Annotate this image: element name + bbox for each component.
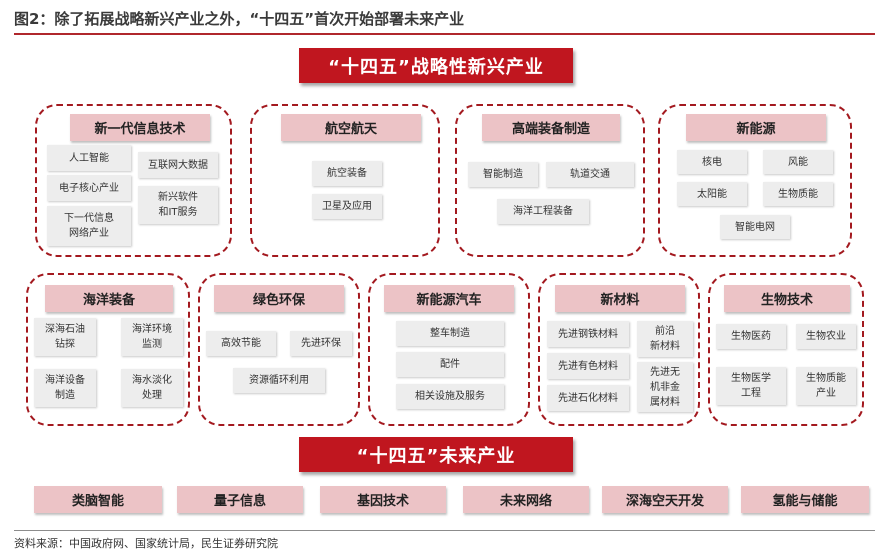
future-deep-sea-space: 深海空天开发 bbox=[602, 486, 728, 513]
item-marine-device-manufacturing: 海洋设备 制造 bbox=[34, 369, 96, 407]
group-header-high-end-equipment: 高端装备制造 bbox=[482, 114, 620, 141]
future-network: 未来网络 bbox=[463, 486, 589, 513]
future-gene-technology: 基因技术 bbox=[320, 486, 446, 513]
group-next-gen-it bbox=[35, 104, 232, 257]
item-solar: 太阳能 bbox=[677, 182, 747, 206]
item-biomedicine: 生物医药 bbox=[716, 324, 786, 349]
group-high-end-equipment bbox=[455, 104, 645, 257]
group-header-new-energy: 新能源 bbox=[686, 114, 826, 141]
item-advanced-inorganic: 先进无 机非金 属材料 bbox=[637, 362, 693, 412]
title-divider bbox=[14, 33, 875, 35]
item-ocean-monitoring: 海洋环境 监测 bbox=[121, 318, 183, 356]
item-biomass-industry: 生物质能 产业 bbox=[796, 367, 856, 405]
group-aerospace bbox=[250, 104, 440, 257]
strategic-industries-banner: “十四五”战略性新兴产业 bbox=[299, 48, 573, 83]
source-note: 资料来源：中国政府网、国家统计局，民生证券研究院 bbox=[14, 537, 278, 550]
item-aviation-equipment: 航空装备 bbox=[312, 161, 382, 186]
future-brain-inspired-ai: 类脑智能 bbox=[34, 486, 162, 513]
item-biomedical-engineering: 生物医学 工程 bbox=[716, 367, 786, 405]
group-header-green-environment: 绿色环保 bbox=[214, 285, 344, 312]
item-smart-grid: 智能电网 bbox=[720, 215, 790, 239]
group-header-biotech: 生物技术 bbox=[724, 285, 850, 312]
item-internet-big-data: 互联网大数据 bbox=[138, 152, 218, 178]
item-electronic-core: 电子核心产业 bbox=[47, 175, 131, 201]
item-smart-manufacturing: 智能制造 bbox=[468, 162, 538, 187]
item-wind: 风能 bbox=[763, 150, 833, 174]
item-deep-sea-drilling: 深海石油 钻探 bbox=[34, 318, 96, 356]
group-marine-equipment bbox=[26, 273, 190, 426]
item-related-facilities: 相关设施及服务 bbox=[396, 384, 504, 409]
figure-title: 图2：除了拓展战略新兴产业之外，“十四五”首次开始部署未来产业 bbox=[14, 10, 465, 28]
group-new-energy bbox=[658, 104, 852, 257]
item-next-gen-network: 下一代信息 网络产业 bbox=[47, 206, 131, 246]
group-new-materials bbox=[538, 273, 700, 426]
item-biomass-energy: 生物质能 bbox=[763, 182, 833, 206]
group-biotech bbox=[708, 273, 864, 426]
item-ai: 人工智能 bbox=[47, 145, 131, 171]
group-header-new-materials: 新材料 bbox=[555, 285, 685, 312]
item-ocean-engineering: 海洋工程装备 bbox=[497, 199, 589, 224]
item-vehicle-manufacturing: 整车制造 bbox=[396, 321, 504, 346]
item-advanced-environmental: 先进环保 bbox=[290, 331, 352, 356]
item-resource-recycling: 资源循环利用 bbox=[233, 368, 325, 393]
future-industries-banner: “十四五”未来产业 bbox=[299, 437, 573, 472]
item-desalination: 海水淡化 处理 bbox=[121, 369, 183, 407]
future-quantum-information: 量子信息 bbox=[177, 486, 303, 513]
group-header-aerospace: 航空航天 bbox=[281, 114, 421, 141]
group-header-nev: 新能源汽车 bbox=[384, 285, 514, 312]
item-software-it: 新兴软件 和IT服务 bbox=[138, 186, 218, 224]
item-advanced-petrochemical: 先进石化材料 bbox=[547, 385, 629, 411]
group-nev bbox=[368, 273, 530, 426]
item-satellite: 卫星及应用 bbox=[312, 194, 382, 219]
item-energy-efficiency: 高效节能 bbox=[206, 331, 276, 356]
future-hydrogen-storage: 氢能与储能 bbox=[741, 486, 869, 513]
item-bio-agriculture: 生物农业 bbox=[796, 324, 856, 349]
item-advanced-nonferrous: 先进有色材料 bbox=[547, 353, 629, 379]
source-divider bbox=[14, 530, 875, 531]
item-nuclear: 核电 bbox=[677, 150, 747, 174]
item-frontier-materials: 前沿 新材料 bbox=[637, 321, 693, 357]
group-header-marine-equipment: 海洋装备 bbox=[45, 285, 173, 312]
item-rail-transit: 轨道交通 bbox=[546, 162, 634, 187]
item-parts: 配件 bbox=[396, 352, 504, 377]
group-green-environment bbox=[198, 273, 360, 426]
group-header-next-gen-it: 新一代信息技术 bbox=[70, 114, 210, 141]
item-advanced-steel: 先进钢铁材料 bbox=[547, 321, 629, 347]
